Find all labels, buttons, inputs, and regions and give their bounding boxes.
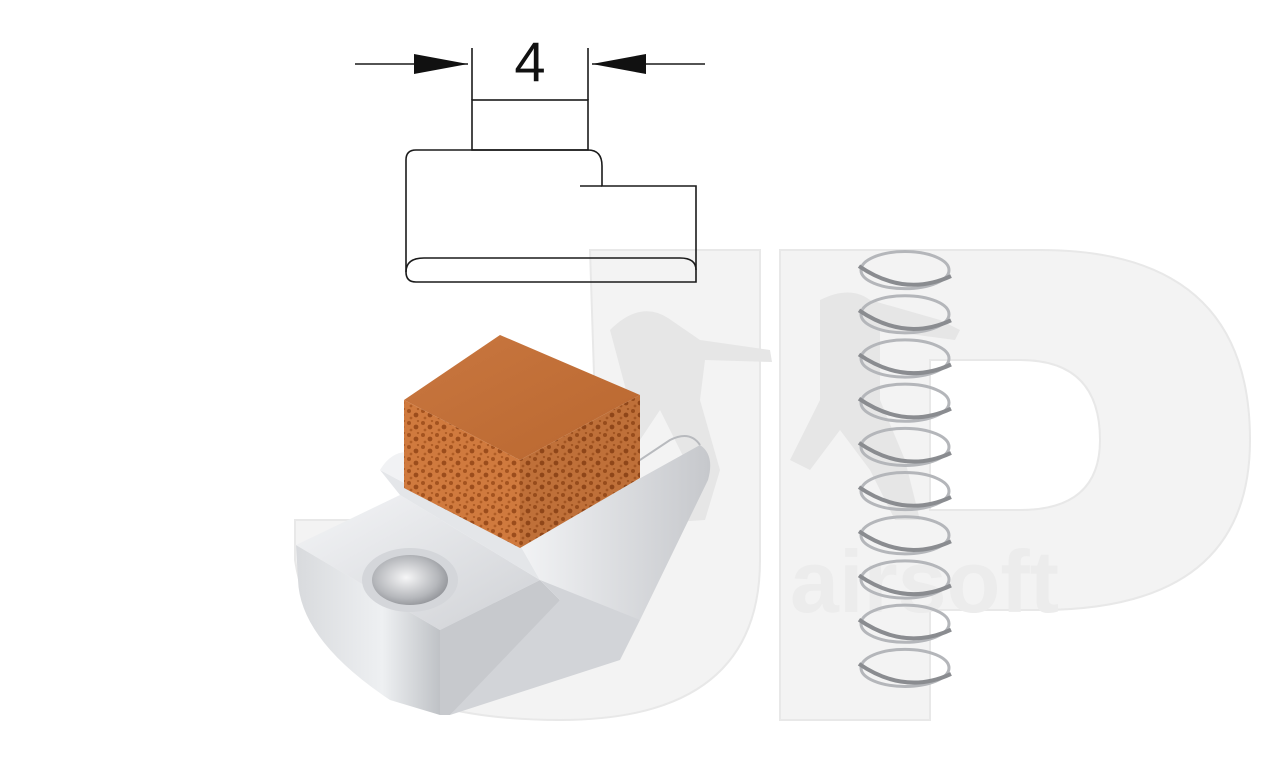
part-outline <box>405 99 697 283</box>
spring-coil-back <box>859 603 951 644</box>
spring-coil-back <box>859 426 951 467</box>
spring-coil-front <box>857 618 952 641</box>
spring-coil-back <box>859 382 951 423</box>
dimension-arrow-left <box>355 54 468 74</box>
spring-coil-back <box>859 515 951 556</box>
spring-coil-front <box>857 441 952 464</box>
rubber-pad <box>404 335 640 548</box>
spring-coil-back <box>859 559 951 600</box>
spring-coil-back <box>859 647 951 688</box>
dimension-arrow-right <box>592 54 705 74</box>
spring-coil-back <box>859 250 951 291</box>
spring-coil-front <box>857 662 952 685</box>
technical-drawing <box>355 48 705 283</box>
spring-coil-back <box>859 471 951 512</box>
spring-coil-front <box>857 529 952 552</box>
spring-coil-front <box>857 573 952 597</box>
dimension-value: 4 <box>514 30 546 93</box>
spring-coil-front <box>857 352 952 376</box>
coil-spring <box>857 250 952 688</box>
spring-coil-back <box>859 294 951 335</box>
spring-coil-front <box>857 308 952 331</box>
mounting-hole <box>362 548 458 612</box>
watermark-brand-text: airsoft <box>790 532 1059 631</box>
spring-coil-front <box>857 485 952 508</box>
spring-coil-front <box>857 264 952 287</box>
spring-coil-front <box>857 397 952 420</box>
spring-coil-back <box>859 338 951 379</box>
